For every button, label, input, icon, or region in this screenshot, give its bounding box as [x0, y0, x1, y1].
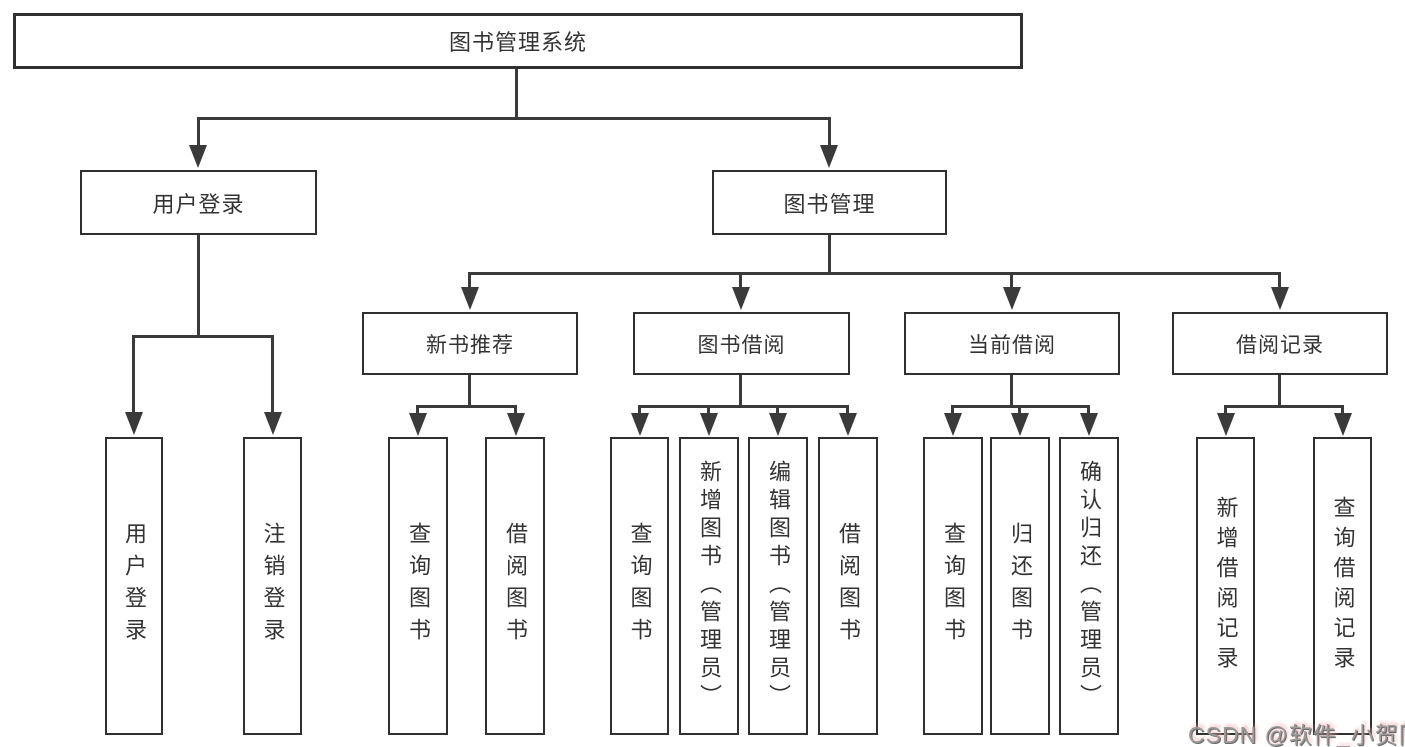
arrow-down-icon: [1080, 413, 1098, 436]
connector-line: [707, 405, 710, 416]
node-label: 确认归还（管理员）: [1077, 460, 1102, 712]
node-label: 借阅图书: [503, 522, 528, 650]
connector-line: [1224, 405, 1227, 416]
arrow-down-icon: [1217, 413, 1235, 436]
connector-line: [1278, 375, 1281, 408]
arrow-down-icon: [944, 413, 962, 436]
arrow-down-icon: [839, 413, 857, 436]
leaf-query-borrow-record: 查询借阅记录: [1313, 437, 1372, 735]
leaf-edit-book-admin: 编辑图书（管理员）: [748, 437, 808, 735]
node-label: 图书借阅: [697, 333, 786, 357]
node-label: 查询图书: [627, 522, 653, 650]
node-label: 图书管理: [783, 191, 876, 217]
connector-line: [515, 69, 518, 119]
leaf-logout: 注销登录: [243, 437, 302, 735]
arrow-down-icon: [1011, 413, 1029, 436]
arrow-down-icon: [461, 287, 479, 310]
leaf-add-borrow-record: 新增借阅记录: [1196, 437, 1255, 735]
connector-line: [638, 405, 641, 416]
connector-line: [1224, 405, 1344, 408]
connector-line: [1087, 405, 1090, 416]
connector-line: [739, 272, 742, 289]
connector-line: [416, 405, 517, 408]
node-borrowing-records: 借阅记录: [1172, 312, 1388, 375]
node-user-login: 用户登录: [80, 170, 317, 235]
connector-line: [1010, 375, 1013, 408]
leaf-query-books-recommend: 查询图书: [388, 437, 448, 735]
connector-line: [1010, 272, 1013, 289]
connector-line: [1341, 405, 1344, 416]
node-label: 图书管理系统: [448, 30, 587, 55]
node-label: 借阅图书: [836, 522, 861, 650]
node-current-borrowing: 当前借阅: [904, 312, 1120, 375]
leaf-borrow-books: 借阅图书: [818, 437, 878, 735]
connector-line: [197, 117, 200, 147]
connector-line: [468, 375, 471, 408]
arrow-down-icon: [732, 287, 750, 310]
leaf-query-books-borrow: 查询图书: [610, 437, 669, 735]
connector-line: [638, 405, 849, 408]
leaf-confirm-return-admin: 确认归还（管理员）: [1059, 437, 1119, 735]
connector-line: [739, 375, 742, 408]
connector-line: [132, 335, 274, 338]
node-label: 注销登录: [260, 522, 286, 650]
connector-line: [197, 235, 200, 337]
node-label: 用户登录: [152, 191, 245, 217]
arrow-down-icon: [264, 412, 282, 435]
leaf-user-login: 用户登录: [105, 437, 163, 735]
arrow-down-icon: [1003, 287, 1021, 310]
connector-line: [1018, 405, 1021, 416]
arrow-down-icon: [1271, 287, 1289, 310]
arrow-down-icon: [820, 145, 838, 168]
node-book-management: 图书管理: [712, 170, 947, 235]
node-root: 图书管理系统: [13, 13, 1023, 69]
arrow-down-icon: [769, 413, 787, 436]
node-label: 新书推荐: [426, 333, 514, 357]
node-label: 编辑图书（管理员）: [766, 460, 791, 712]
arrow-down-icon: [125, 412, 143, 435]
leaf-return-books: 归还图书: [990, 437, 1050, 735]
node-label: 新增图书（管理员）: [697, 460, 722, 712]
node-new-book-recommend: 新书推荐: [362, 312, 578, 375]
arrow-down-icon: [631, 413, 649, 436]
connector-line: [468, 272, 1281, 275]
connector-line: [828, 235, 831, 275]
connector-line: [828, 117, 831, 147]
node-label: 借阅记录: [1236, 333, 1324, 357]
connector-line: [951, 405, 954, 416]
arrow-down-icon: [409, 413, 427, 436]
connector-line: [271, 335, 274, 414]
arrow-down-icon: [189, 145, 207, 168]
node-label: 当前借阅: [968, 333, 1056, 357]
arrow-down-icon: [1334, 413, 1352, 436]
connector-line: [1278, 272, 1281, 289]
connector-line: [514, 405, 517, 416]
watermark: CSDN @软件_小贺同学: [1188, 722, 1405, 747]
node-label: 查询借阅记录: [1330, 496, 1356, 676]
node-book-borrowing: 图书借阅: [633, 312, 850, 375]
connector-line: [776, 405, 779, 416]
connector-line: [197, 117, 831, 120]
leaf-add-book-admin: 新增图书（管理员）: [679, 437, 739, 735]
arrow-down-icon: [507, 413, 525, 436]
node-label: 新增借阅记录: [1213, 496, 1239, 676]
leaf-borrow-books-recommend: 借阅图书: [485, 437, 545, 735]
arrow-down-icon: [700, 413, 718, 436]
leaf-query-books-current: 查询图书: [923, 437, 983, 735]
node-label: 用户登录: [122, 522, 147, 650]
connector-line: [416, 405, 419, 416]
node-label: 查询图书: [406, 522, 431, 650]
connector-line: [846, 405, 849, 416]
connector-line: [468, 272, 471, 289]
node-label: 查询图书: [941, 522, 966, 650]
connector-line: [132, 335, 135, 414]
node-label: 归还图书: [1008, 522, 1033, 650]
